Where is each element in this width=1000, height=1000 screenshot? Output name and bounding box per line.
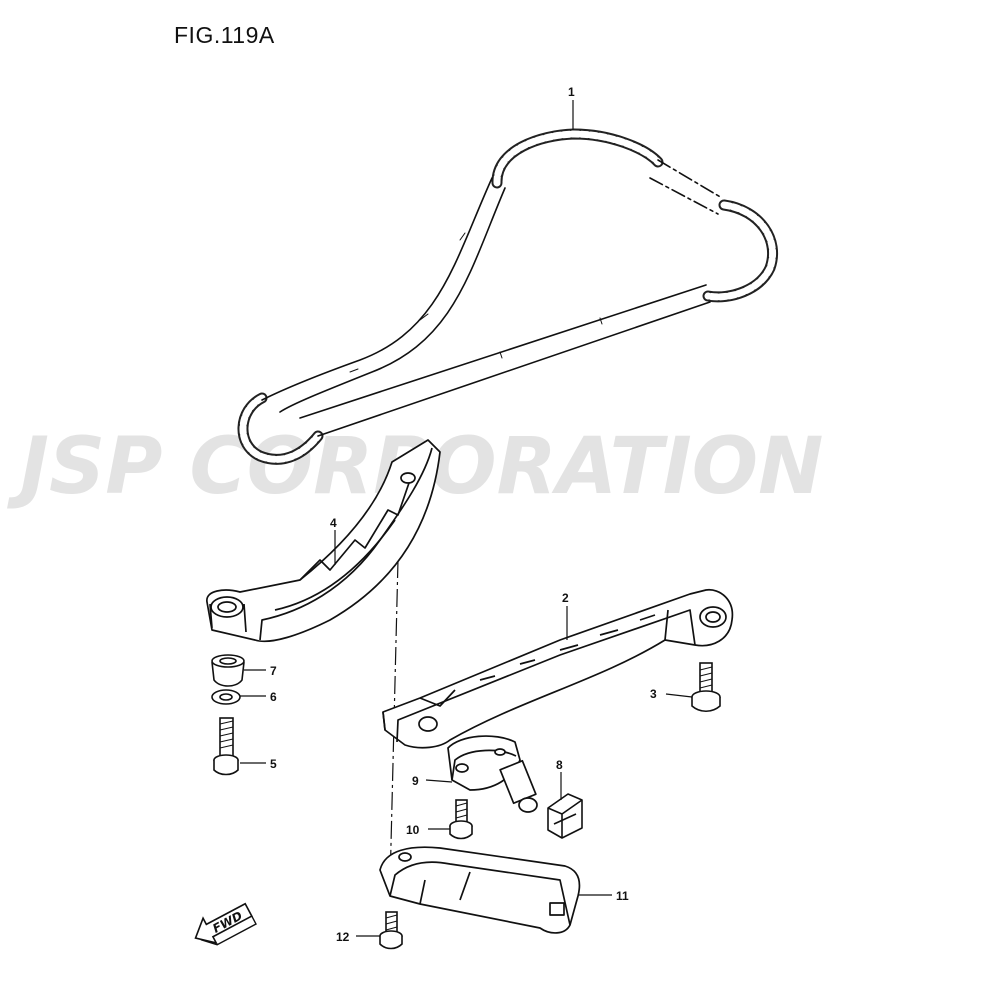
callout-10: 10 [406,823,420,837]
callout-9: 9 [412,774,419,788]
callout-8: 8 [556,758,563,772]
callout-3: 3 [650,687,657,701]
leader-lines [240,100,693,937]
callout-7: 7 [270,664,277,678]
figure-title: FIG.119A [174,22,275,48]
guide-bolt [691,662,721,713]
cover-plate [379,846,581,934]
bushing [211,654,245,687]
fwd-arrow-icon: FWD [194,902,257,946]
arm-bolt [213,717,239,776]
callout-11: 11 [616,889,629,903]
callout-6: 6 [270,690,277,704]
callout-4: 4 [330,516,337,530]
cover-bolt [379,911,403,950]
chain-guide [382,589,734,749]
tensioner-adjuster [447,735,538,813]
callout-12: 12 [336,930,350,944]
timing-chain [237,128,779,465]
adjuster-bolt [449,799,473,840]
adjuster-clip [547,793,583,839]
callout-1: 1 [568,85,575,99]
washer [211,689,241,705]
tensioner-arm [206,439,441,643]
callout-2: 2 [562,591,569,605]
callout-5: 5 [270,757,277,771]
